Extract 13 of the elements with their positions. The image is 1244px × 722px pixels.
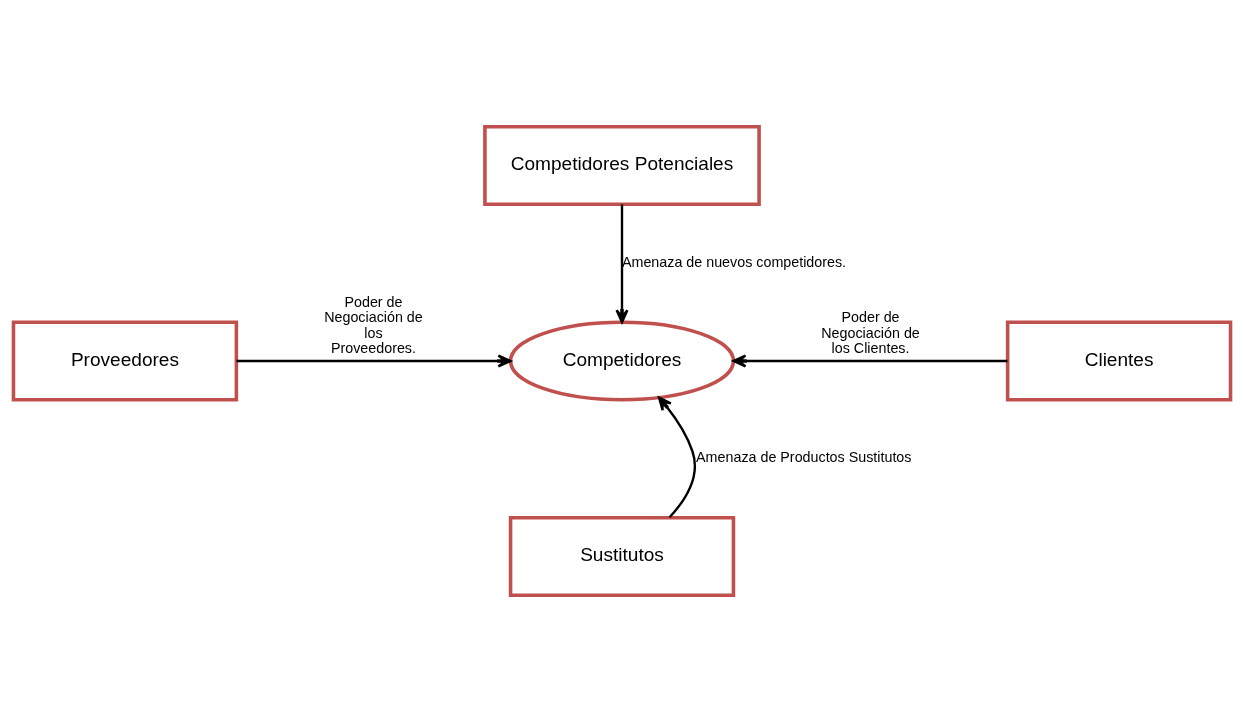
edge-label: Poder de Negociación de los Proveedores.	[324, 293, 423, 357]
node-box: Clientes	[1005, 320, 1233, 402]
arrow	[236, 354, 512, 368]
arrow	[732, 354, 1008, 368]
edge-label: Amenaza de nuevos competidores.	[621, 253, 847, 270]
node-box: Sustitutos	[508, 515, 736, 597]
node-ellipse: Competidores	[508, 320, 736, 402]
arrow	[657, 396, 696, 519]
edge-label: Amenaza de Productos Sustitutos	[696, 449, 912, 466]
arrow	[615, 204, 629, 324]
edge-label: Poder de Negociación de los Clientes.	[821, 309, 920, 357]
node-box: Competidores Potenciales	[483, 124, 761, 207]
node-box: Proveedores	[11, 320, 239, 402]
